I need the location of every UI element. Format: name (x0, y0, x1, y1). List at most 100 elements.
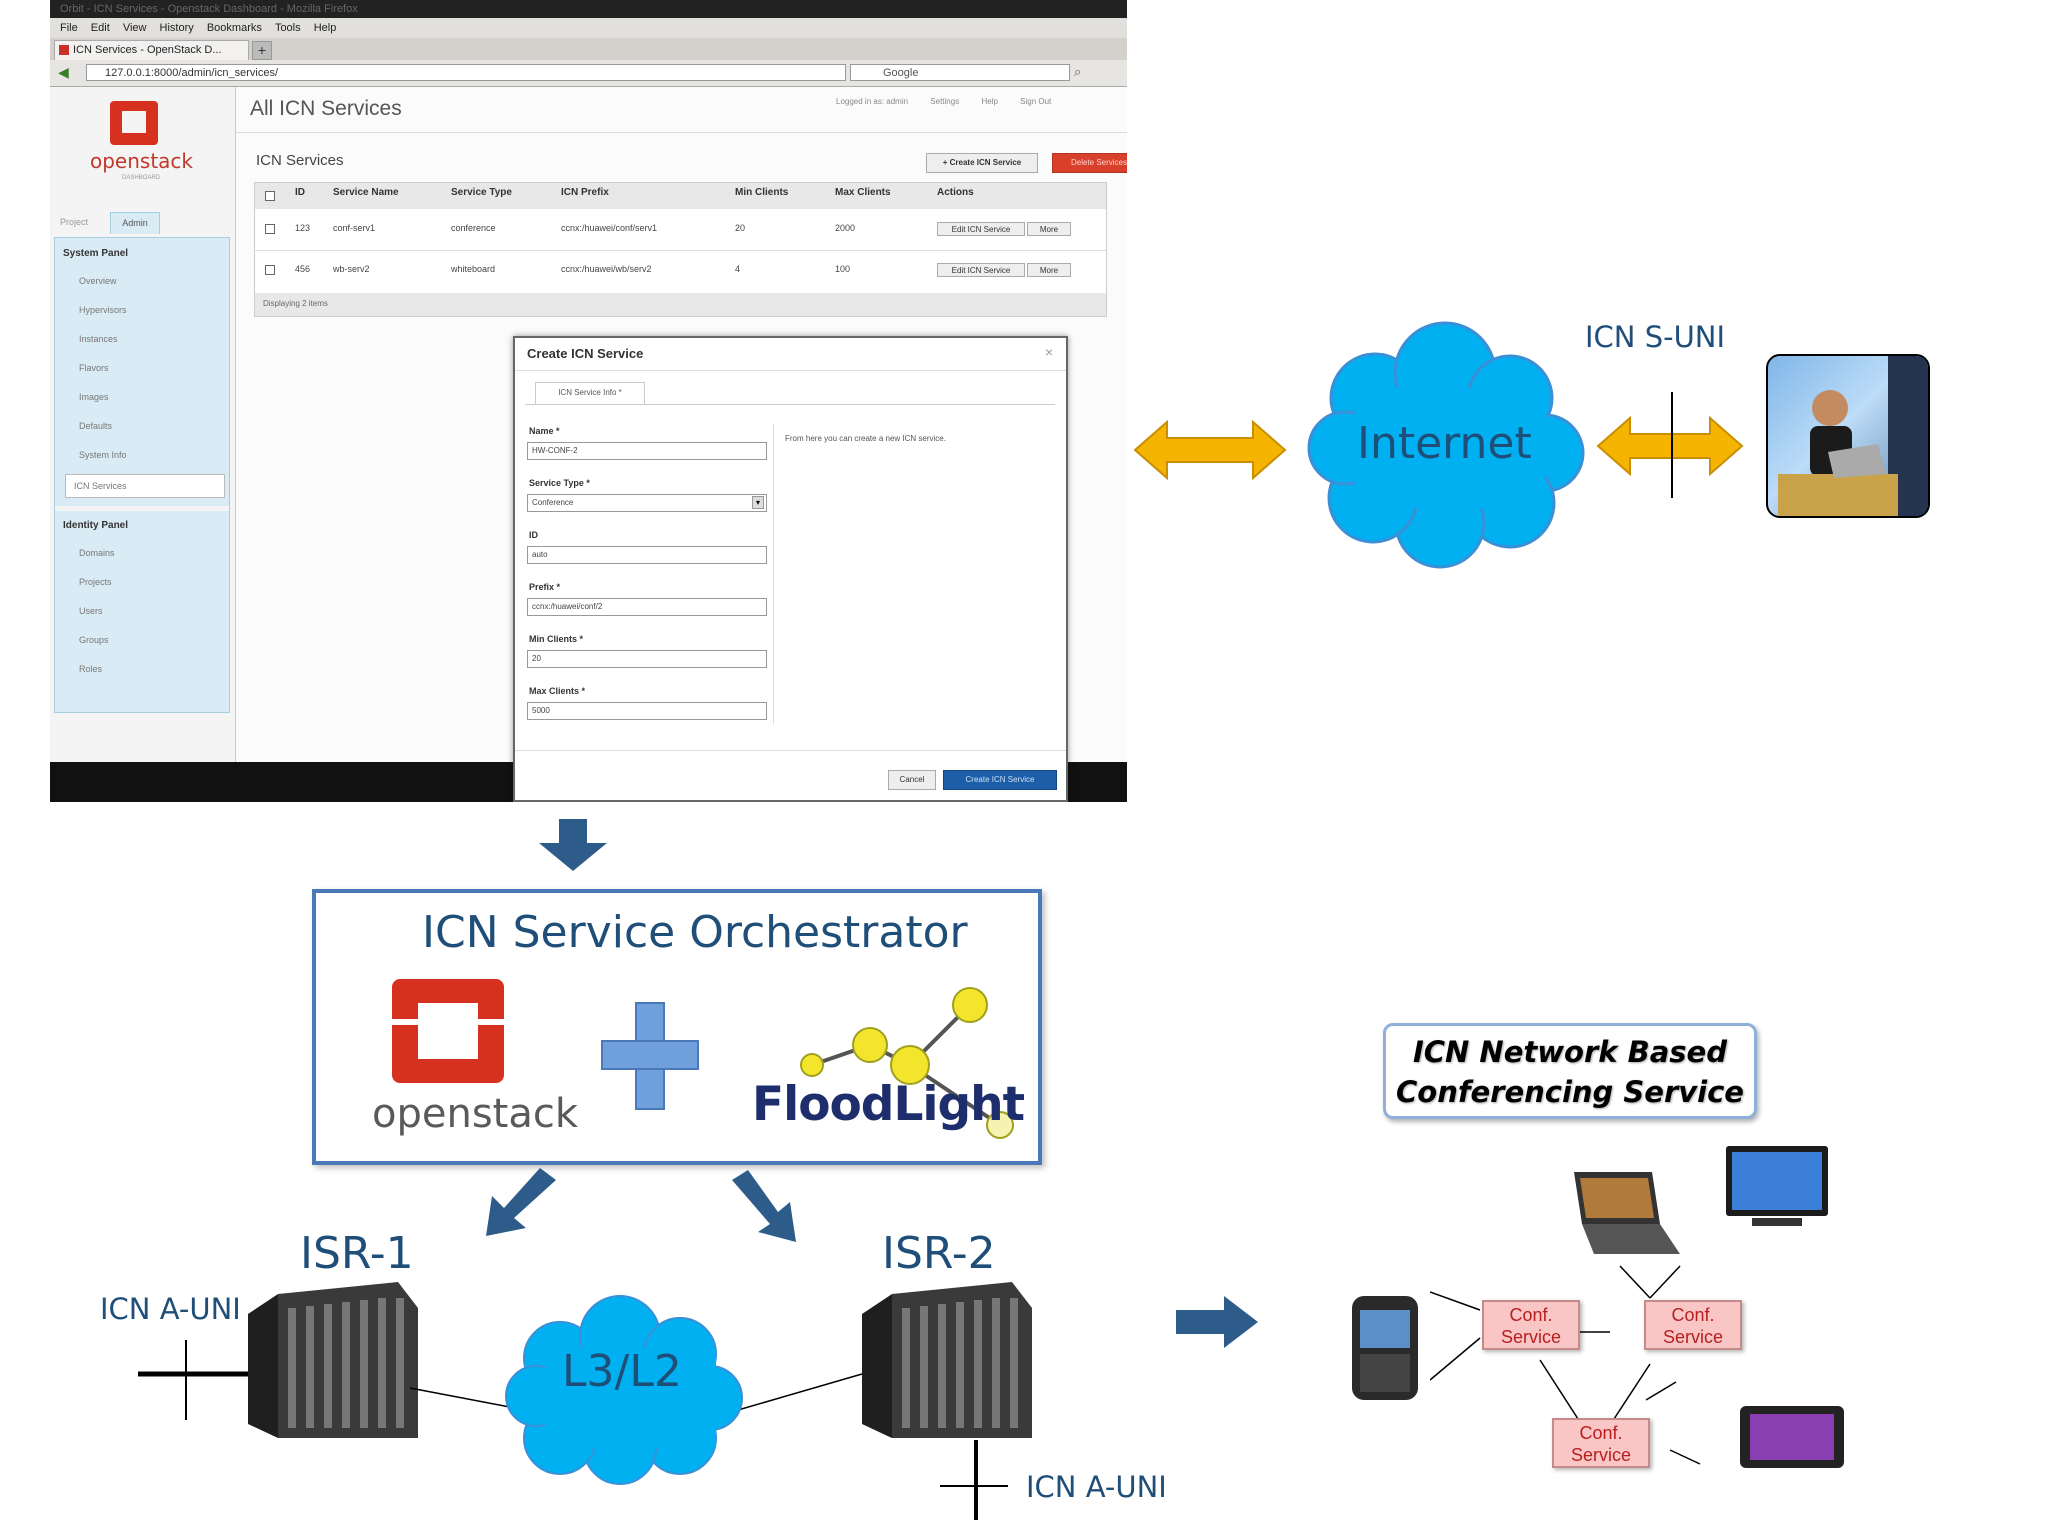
column-header[interactable]: Service Name (333, 187, 399, 198)
plus-icon (601, 1002, 699, 1110)
divider (525, 404, 1055, 405)
sidebar-item-roles[interactable]: Roles (79, 664, 103, 674)
floodlight-logo-text: FloodLight (752, 1077, 1025, 1132)
table-header: ID Service Name Service Type ICN Prefix … (255, 183, 1106, 209)
sidebar-item-overview[interactable]: Overview (79, 276, 117, 286)
url-input[interactable]: 127.0.0.1:8000/admin/icn_services/ (86, 64, 846, 81)
id-field[interactable]: auto (527, 546, 767, 564)
back-arrow-icon[interactable]: ◀ (58, 64, 69, 80)
create-icn-service-submit-button[interactable]: Create ICN Service (943, 770, 1057, 790)
conf-node-line2: Service (1570, 1445, 1632, 1465)
max-clients-field[interactable]: 5000 (527, 702, 767, 720)
min-clients-field[interactable]: 20 (527, 650, 767, 668)
column-header[interactable]: ID (295, 187, 305, 198)
s-uni-connector (1596, 392, 1744, 498)
service-type-select[interactable]: Conference (527, 494, 767, 512)
sign-out-link[interactable]: Sign Out (1020, 97, 1052, 106)
help-link[interactable]: Help (981, 97, 998, 106)
table-footer: Displaying 2 items (255, 293, 1106, 316)
cell-min: 4 (735, 264, 741, 274)
menu-file[interactable]: File (60, 22, 78, 34)
tab-bar: ICN Services - OpenStack D... + (50, 38, 1127, 60)
tab-admin[interactable]: Admin (110, 212, 160, 234)
down-arrow-icon (539, 819, 607, 871)
name-field[interactable]: HW-CONF-2 (527, 442, 767, 460)
sidebar-item-flavors[interactable]: Flavors (79, 363, 109, 373)
search-icon[interactable]: ⌕ (1074, 64, 1082, 79)
system-panel-title: System Panel (63, 248, 129, 259)
edit-icn-service-button[interactable]: Edit ICN Service (937, 222, 1025, 236)
more-dropdown-button[interactable]: More (1027, 263, 1071, 277)
close-icon[interactable]: × (1045, 344, 1054, 360)
field-label: ID (529, 530, 538, 540)
logged-in-text: Logged in as: admin (836, 97, 909, 106)
conf-service-node: Conf. Service (1482, 1300, 1580, 1350)
menu-edit[interactable]: Edit (90, 22, 110, 34)
chevron-down-icon[interactable]: ▾ (752, 496, 764, 509)
l3l2-cloud-icon (505, 1295, 743, 1485)
openstack-logo-icon (110, 101, 158, 145)
section-title: ICN Services (256, 152, 344, 169)
internet-label: Internet (1357, 418, 1532, 469)
cell-name[interactable]: conf-serv1 (333, 223, 376, 233)
search-input[interactable]: Google (850, 64, 1070, 81)
field-label: Min Clients * (529, 634, 584, 644)
sidebar-divider (55, 506, 229, 511)
column-header[interactable]: Min Clients (735, 187, 789, 198)
sidebar-item-users[interactable]: Users (79, 606, 103, 616)
sidebar-item-images[interactable]: Images (79, 392, 109, 402)
sidebar-item-instances[interactable]: Instances (79, 334, 118, 344)
sidebar-item-groups[interactable]: Groups (79, 635, 109, 645)
user-laptop-icon (1778, 356, 1928, 516)
right-arrow-icon (1176, 1296, 1258, 1348)
create-icn-service-button[interactable]: + Create ICN Service (926, 153, 1038, 173)
tablet-icon (1740, 1406, 1844, 1468)
cancel-button[interactable]: Cancel (888, 770, 936, 790)
menu-tools[interactable]: Tools (274, 22, 301, 34)
conf-service-node: Conf. Service (1644, 1300, 1742, 1350)
menu-history[interactable]: History (159, 22, 194, 34)
sidebar-item-defaults[interactable]: Defaults (79, 421, 113, 431)
services-table: ID Service Name Service Type ICN Prefix … (254, 182, 1107, 317)
table-row: 456 wb-serv2 whiteboard ccnx:/huawei/wb/… (255, 251, 1106, 291)
sidebar-item-projects[interactable]: Projects (79, 577, 112, 587)
isr2-label: ISR-2 (882, 1228, 996, 1279)
menu-bookmarks[interactable]: Bookmarks (206, 22, 262, 34)
tab-icn-service-info[interactable]: ICN Service Info * (535, 382, 645, 404)
edit-icn-service-button[interactable]: Edit ICN Service (937, 263, 1025, 277)
conf-service-node: Conf. Service (1552, 1418, 1650, 1468)
new-tab-button[interactable]: + (252, 41, 272, 60)
delete-services-button[interactable]: Delete Services (1052, 153, 1127, 173)
double-arrow-screenshot-internet (1133, 419, 1287, 481)
conf-node-line1: Conf. (1509, 1305, 1553, 1325)
field-label: Prefix * (529, 582, 561, 592)
column-header[interactable]: Max Clients (835, 187, 891, 198)
select-all-checkbox[interactable] (265, 191, 275, 201)
sidebar-item-system-info[interactable]: System Info (79, 450, 127, 460)
menu-help[interactable]: Help (313, 22, 337, 34)
prefix-field[interactable]: ccnx:/huawei/conf/2 (527, 598, 767, 616)
row-checkbox[interactable] (265, 224, 275, 234)
arrow-to-isr2-icon (732, 1170, 796, 1242)
row-checkbox[interactable] (265, 265, 275, 275)
cell-name[interactable]: wb-serv2 (333, 264, 370, 274)
menu-view[interactable]: View (122, 22, 147, 34)
logo-subtext: DASHBOARD (122, 175, 161, 181)
sidebar-item-hypervisors[interactable]: Hypervisors (79, 305, 127, 315)
identity-panel-title: Identity Panel (63, 520, 129, 531)
settings-link[interactable]: Settings (930, 97, 960, 106)
column-header[interactable]: Service Type (451, 187, 512, 198)
browser-tab[interactable]: ICN Services - OpenStack D... (54, 40, 249, 60)
tab-project[interactable]: Project (60, 217, 89, 227)
more-dropdown-button[interactable]: More (1027, 222, 1071, 236)
orchestrator-title: ICN Service Orchestrator (422, 907, 968, 958)
isr1-label: ISR-1 (300, 1228, 414, 1279)
column-header[interactable]: ICN Prefix (561, 187, 609, 198)
conferencing-line2: Conferencing Service (1396, 1075, 1744, 1109)
modal-title: Create ICN Service (527, 346, 644, 361)
sidebar-item-icn-services[interactable]: ICN Services (65, 474, 225, 498)
conf-node-line1: Conf. (1671, 1305, 1715, 1325)
sidebar-item-domains[interactable]: Domains (79, 548, 115, 558)
sidebar-item-label: ICN Services (74, 481, 127, 491)
tv-icon (1726, 1146, 1828, 1226)
